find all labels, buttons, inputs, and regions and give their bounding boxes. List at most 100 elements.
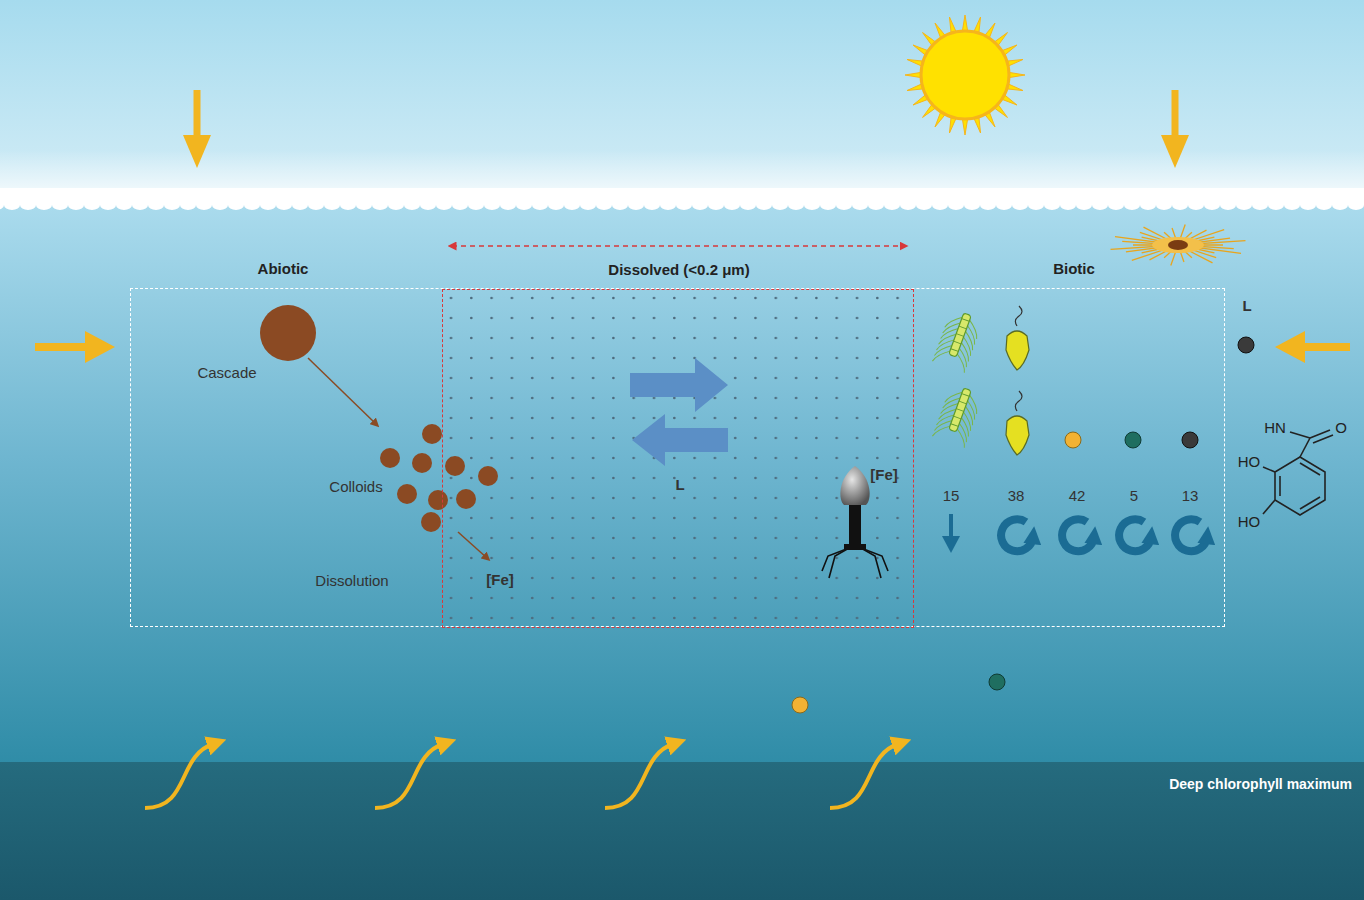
dinoflagellate xyxy=(1006,306,1029,370)
bacterium-black xyxy=(1182,432,1198,448)
colloid xyxy=(397,484,417,504)
siderophore-structure xyxy=(1313,435,1333,443)
siderophore-structure xyxy=(1300,497,1320,509)
export-arrow xyxy=(942,536,960,553)
diatom-segment xyxy=(951,349,959,352)
diatom-segment xyxy=(956,334,964,337)
colloid xyxy=(445,456,465,476)
siderophore-structure xyxy=(1300,463,1320,475)
callout-number: 5 xyxy=(1130,487,1138,505)
input-arrow xyxy=(1172,90,1179,140)
size-bracket xyxy=(452,245,904,247)
siderophore-structure xyxy=(1279,476,1281,496)
upwelling-arrows xyxy=(145,744,898,808)
dinoflagellate xyxy=(1015,391,1022,411)
input-arrow xyxy=(1300,343,1350,351)
siderophore-structure xyxy=(1300,438,1310,457)
callout-number: 13 xyxy=(1182,487,1199,505)
atom-label: O xyxy=(1335,419,1347,437)
phage-head xyxy=(840,466,869,505)
diatom-segment xyxy=(959,401,967,404)
iron-label: [Fe] xyxy=(870,466,898,484)
region-heading: Abiotic xyxy=(258,260,309,278)
diatom-segment xyxy=(954,416,962,419)
atom-label: HN xyxy=(1264,419,1286,437)
colloid xyxy=(456,489,476,509)
siderophore-structure xyxy=(1263,467,1275,472)
phage-leg xyxy=(861,548,888,571)
colony-body xyxy=(1152,237,1204,253)
input-arrow xyxy=(194,90,201,140)
band-label: Deep chlorophyll maximum xyxy=(1169,776,1352,792)
process-label: Dissolution xyxy=(315,572,388,590)
upwelling-arrow xyxy=(375,744,443,808)
recycling-arrow xyxy=(1119,519,1151,551)
dissolved-dots xyxy=(443,290,911,625)
diatom-body xyxy=(949,388,972,432)
diatom-body xyxy=(949,313,972,357)
sun-disc xyxy=(921,31,1009,119)
siderophore-structure xyxy=(1263,430,1333,515)
atom-label: HO xyxy=(1238,453,1261,471)
recycling-arrow xyxy=(1062,519,1094,551)
sun xyxy=(905,15,1025,135)
phage-tail xyxy=(849,503,861,547)
process-label: Cascade xyxy=(197,364,256,382)
upwelling-arrow xyxy=(830,744,898,808)
phage-leg xyxy=(822,548,849,571)
colloid xyxy=(380,448,400,468)
diatom-segment xyxy=(962,319,970,322)
atom-label: HO xyxy=(1238,513,1261,531)
sun-rays xyxy=(905,15,1025,135)
bacterium-orange xyxy=(792,697,808,713)
process-label: Colloids xyxy=(329,478,382,496)
recycling-arrow xyxy=(1175,519,1207,551)
phage-legs xyxy=(822,548,888,578)
dinoflagellate xyxy=(1015,306,1022,326)
siderophore-structure xyxy=(1290,432,1310,438)
equilibrium-arrow xyxy=(632,414,728,466)
recycling-arrow xyxy=(1001,519,1033,551)
ligand-label: L xyxy=(1242,297,1251,315)
colloid xyxy=(422,424,442,444)
chlorophyll-band: Deep chlorophyll maximum xyxy=(0,762,1364,900)
callout-number: 42 xyxy=(1069,487,1086,505)
wave-line xyxy=(0,188,1364,210)
region-heading: Biotic xyxy=(1053,260,1095,278)
callout-number: 38 xyxy=(1008,487,1025,505)
ligand-dot xyxy=(1238,337,1254,353)
iron-particle xyxy=(260,305,316,361)
diatom-segment xyxy=(954,341,962,344)
ligand-label: L xyxy=(675,476,684,494)
sky xyxy=(0,0,1364,212)
iron-label: [Fe] xyxy=(486,571,514,589)
siderophore-structure xyxy=(1263,500,1275,514)
colloids xyxy=(380,424,498,532)
cascade-arrow xyxy=(308,358,376,424)
colloid xyxy=(478,466,498,486)
diatom-segment xyxy=(959,326,967,329)
bacterium-orange xyxy=(1065,432,1081,448)
input-arrow xyxy=(1161,135,1189,168)
dinoflagellate xyxy=(1006,416,1029,455)
input-arrow xyxy=(85,331,115,363)
dinoflagellate xyxy=(1006,331,1029,370)
bacterium-teal xyxy=(989,674,1005,690)
region-box: AbioticBioticDissolved (<0.2 μm) xyxy=(130,288,1225,627)
phage-baseplate xyxy=(844,544,866,550)
diatom-chain xyxy=(932,384,983,448)
recycling-arrows xyxy=(1001,519,1207,551)
dissolution-arrow xyxy=(458,532,487,558)
region-heading: Dissolved (<0.2 μm) xyxy=(608,261,749,279)
callout-number: 15 xyxy=(943,487,960,505)
siderophore-structure xyxy=(1275,457,1325,515)
diatom-segment xyxy=(951,424,959,427)
trichodesmium xyxy=(1111,224,1246,265)
upwelling-arrow xyxy=(145,744,213,808)
input-arrow xyxy=(1275,331,1305,363)
bacterium-teal xyxy=(1125,432,1141,448)
colloid xyxy=(421,512,441,532)
diatom-segment xyxy=(956,409,964,412)
diatoms xyxy=(932,309,983,448)
